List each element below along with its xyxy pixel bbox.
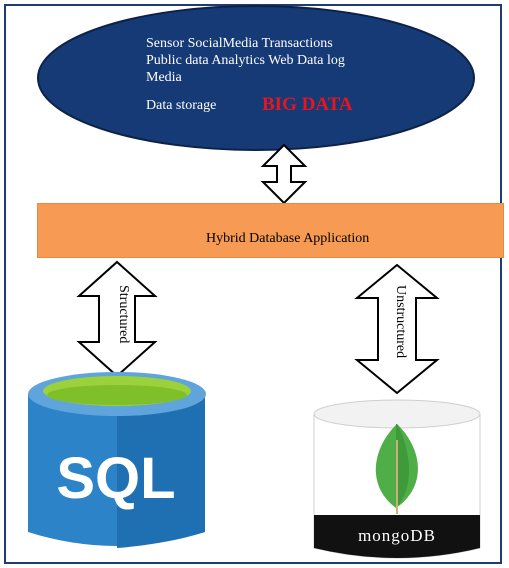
diagram-frame — [4, 4, 502, 564]
mongodb-database-icon — [313, 399, 481, 559]
arrow-unstructured — [354, 263, 440, 395]
big-data-sources-line-1: Sensor SocialMedia Transactions — [146, 36, 333, 51]
arrow-bigdata-hybrid — [260, 143, 308, 205]
mongodb-logo-text: mongoDB — [358, 526, 436, 545]
big-data-sources-line-2: Public data Analytics Web Data log — [146, 53, 345, 68]
big-data-title: BIG DATA — [262, 94, 353, 115]
structured-label: Structured — [116, 285, 131, 344]
sql-logo-text: SQL — [56, 446, 175, 511]
unstructured-label: Unstructured — [393, 285, 408, 359]
big-data-sources-line-4: Data storage — [146, 98, 217, 113]
big-data-ellipse — [37, 5, 475, 151]
hybrid-database-application-label: Hybrid Database Application — [206, 231, 370, 246]
sql-database-icon — [28, 372, 206, 548]
big-data-sources-line-3: Media — [146, 70, 182, 85]
hybrid-database-application-box — [37, 203, 504, 258]
